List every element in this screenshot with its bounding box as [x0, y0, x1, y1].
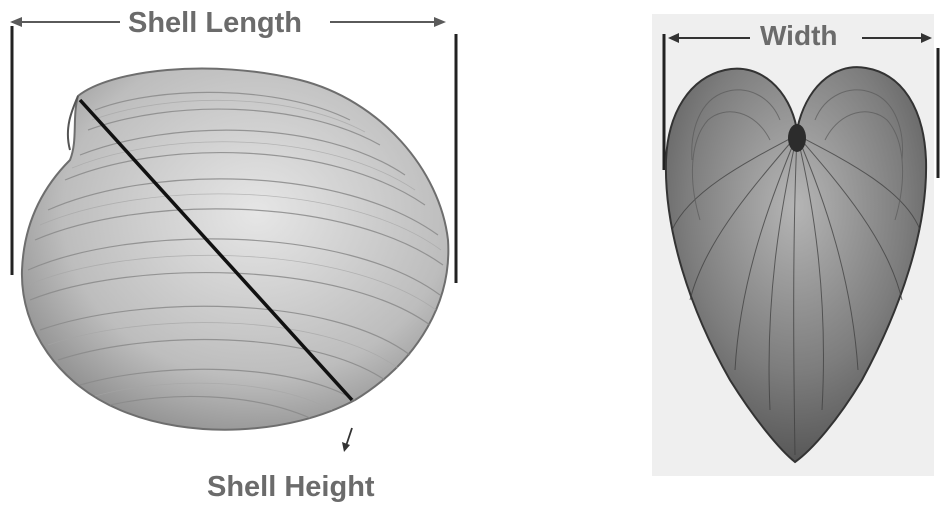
width-label: Width: [760, 20, 838, 52]
shell-height-label: Shell Height: [207, 470, 375, 504]
shell-height-pointer-arrow: [342, 428, 352, 452]
shell-length-label: Shell Length: [128, 6, 302, 40]
clam-side-view-illustration: [22, 69, 448, 430]
